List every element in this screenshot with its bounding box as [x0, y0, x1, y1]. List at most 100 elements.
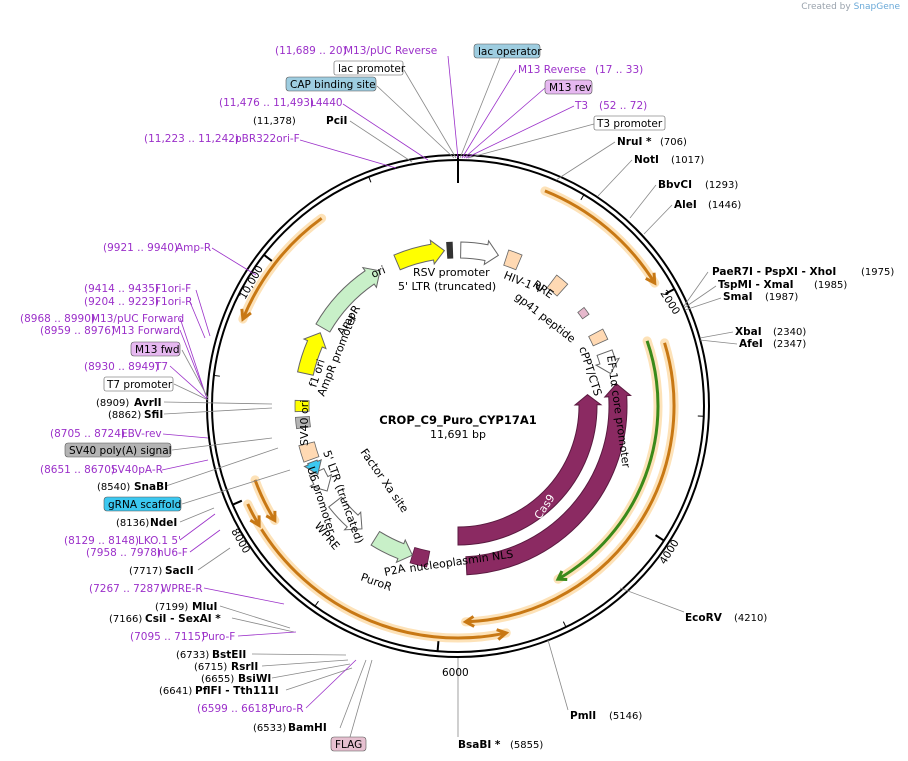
callout-xbai[interactable]: XbaI (2340) — [735, 326, 806, 338]
callout-tspmi[interactable]: TspMI - XmaI (1985) — [718, 279, 847, 291]
site-name: SmaI — [723, 291, 753, 303]
primer-coord: (8651 .. 8670) — [40, 464, 115, 476]
leader-sfii — [163, 407, 273, 415]
callout-hu6-f[interactable]: (7958 .. 7978) hU6-F — [86, 547, 188, 559]
callout-avrii[interactable]: (8909) AvrII — [96, 397, 162, 409]
callout-m13-puc-reverse[interactable]: (11,689 .. 20) M13/pUC Reverse — [275, 45, 437, 57]
site-coord: (7199) — [155, 602, 188, 613]
callout-flag[interactable]: FLAG — [330, 736, 367, 752]
callout-f1ori-r[interactable]: (9204 .. 9223) F1ori-R — [84, 296, 192, 308]
callout-pbr322ori-f[interactable]: (11,223 .. 11,242) pBR322ori-F — [144, 133, 300, 145]
cppt-block — [588, 328, 609, 347]
ruler-tick-10000 — [263, 253, 273, 262]
callout-t3[interactable]: T3 (52 .. 72) — [574, 100, 647, 112]
site-coord: (7166) — [109, 614, 142, 625]
leader-sacii — [197, 547, 231, 571]
callout-t7[interactable]: (8930 .. 8949) T7 — [84, 361, 168, 373]
primer-coord: (7958 .. 7978) — [86, 547, 161, 559]
callout-smai[interactable]: SmaI (1987) — [723, 291, 798, 303]
site-coord: (1293) — [705, 180, 738, 191]
callout-pmli[interactable]: PmlI (5146) — [570, 710, 642, 722]
cap-binding-label: CAP binding site — [290, 79, 376, 91]
callout-lko1[interactable]: (8129 .. 8148) LKO.1 5' — [64, 535, 181, 547]
callout-ecorv[interactable]: EcoRV (4210) — [685, 612, 767, 624]
callout-puro-f[interactable]: (7095 .. 7115) Puro-F — [130, 631, 235, 643]
callout-m13-forward[interactable]: (8959 .. 8976) M13 Forward — [40, 325, 180, 337]
leader-t7 — [169, 365, 209, 401]
leader-flag — [349, 659, 373, 738]
callout-puro-r[interactable]: (6599 .. 6618) Puro-R — [197, 703, 304, 715]
ruler-tick-1000 — [580, 194, 585, 201]
leader-l4440 — [342, 103, 429, 161]
callout-csii[interactable]: (7166) CsiI - SexAI * — [109, 613, 221, 625]
callout-ebv-rev[interactable]: (8705 .. 8724) EBV-rev — [50, 428, 162, 440]
ltr-5-label: 5' LTR (truncated) — [398, 280, 496, 293]
callout-bsteii[interactable]: (6733) BstEII — [176, 649, 246, 661]
callout-alei[interactable]: AleI (1446) — [674, 199, 741, 211]
callout-sfii[interactable]: (8862) SfiI — [108, 409, 163, 421]
callout-paer7i[interactable]: PaeR7I - PspXI - XhoI (1975) — [712, 266, 894, 278]
orf-arc-3-head — [555, 570, 568, 581]
callout-snabi[interactable]: (8540) SnaBI — [97, 481, 168, 493]
flag-box — [330, 736, 367, 752]
callout-lac-operator[interactable]: lac operator — [473, 43, 542, 59]
callout-bsiwi[interactable]: (6655) BsiWI — [201, 673, 271, 685]
site-name: SnaBI — [134, 481, 168, 493]
lac-promoter-box — [333, 60, 404, 76]
callout-cap-binding-site[interactable]: CAP binding site — [285, 76, 377, 92]
orf-arc-7-head — [240, 308, 252, 322]
lac-operator-box — [473, 43, 541, 59]
callout-noti[interactable]: NotI (1017) — [634, 154, 704, 166]
primer-coord: (17 .. 33) — [595, 64, 643, 76]
primer-coord: (8930 .. 8949) — [84, 361, 159, 373]
callout-rsrii[interactable]: (6715) RsrII — [194, 661, 258, 673]
callout-sv40pa-r[interactable]: (8651 .. 8670) SV40pA-R — [40, 464, 163, 476]
callout-wpre-r[interactable]: (7267 .. 7287) WPRE-R — [89, 583, 203, 595]
leader-paer7i — [683, 271, 709, 307]
callout-pflfi[interactable]: (6641) PflFI - Tth111I — [159, 685, 279, 697]
callout-l4440[interactable]: (11,476 .. 11,493) L4440 — [219, 97, 343, 109]
callout-pcii[interactable]: (11,378) PciI — [253, 115, 347, 127]
callout-lac-promoter[interactable]: lac promoter — [333, 60, 406, 76]
leader-ecorv — [619, 587, 685, 613]
callout-afei[interactable]: AfeI (2347) — [739, 338, 806, 350]
callout-m13-rev[interactable]: M13 rev — [544, 79, 593, 95]
leader-hu6 — [189, 529, 221, 553]
primer-coord: (11,689 .. 20) — [275, 45, 347, 57]
primer-coord: (8129 .. 8148) — [64, 535, 139, 547]
callout-m13-puc-forward[interactable]: (8968 .. 8990) M13/pUC Forward — [20, 313, 184, 325]
primer-coord: (8968 .. 8990) — [20, 313, 95, 325]
primer-name: M13 Forward — [112, 325, 180, 337]
callout-m13-reverse[interactable]: M13 Reverse (17 .. 33) — [518, 64, 643, 76]
callout-m13-fwd[interactable]: M13 fwd — [130, 341, 181, 357]
callout-bbvci[interactable]: BbvCI (1293) — [658, 179, 738, 191]
wpre-arrow — [328, 496, 363, 531]
ltr5-block — [503, 249, 523, 271]
callout-bsabi[interactable]: BsaBI * (5855) — [458, 739, 543, 751]
callout-sv40-polya[interactable]: SV40 poly(A) signal — [64, 442, 172, 458]
callout-nrui[interactable]: NruI * (706) — [617, 136, 687, 148]
t3-promoter-label: T3 promoter — [596, 118, 663, 130]
callout-amp-r[interactable]: (9921 .. 9940) Amp-R — [103, 242, 211, 254]
callout-mlui[interactable]: (7199) MluI — [155, 601, 217, 613]
ruler-tick-11000 — [368, 176, 372, 183]
site-name: NdeI — [150, 517, 177, 529]
orf-arcs — [238, 186, 679, 643]
brand-name: SnapGene — [853, 2, 900, 12]
callout-t7-promoter[interactable]: T7 promoter — [103, 376, 174, 392]
leader-pbr322 — [299, 139, 397, 169]
t7-promoter-label: T7 promoter — [106, 379, 173, 391]
callout-grna-scaffold[interactable]: gRNA scaffold — [103, 496, 182, 512]
tick-label-6000: 6000 — [442, 667, 469, 679]
callout-ndei[interactable]: (8136) NdeI — [116, 517, 177, 529]
primer-name: F1ori-F — [155, 283, 191, 295]
primer-coord: (8959 .. 8976) — [40, 325, 115, 337]
callout-t3-promoter[interactable]: T3 promoter — [593, 115, 666, 131]
callout-f1ori-f[interactable]: (9414 .. 9435) F1ori-F — [84, 283, 191, 295]
callout-bamhi[interactable]: (6533) BamHI — [253, 722, 327, 734]
primer-name: pBR322ori-F — [235, 133, 300, 145]
grna-scaffold-box — [103, 496, 182, 512]
leader-ebv — [162, 433, 209, 439]
callout-sacii[interactable]: (7717) SacII — [129, 565, 194, 577]
